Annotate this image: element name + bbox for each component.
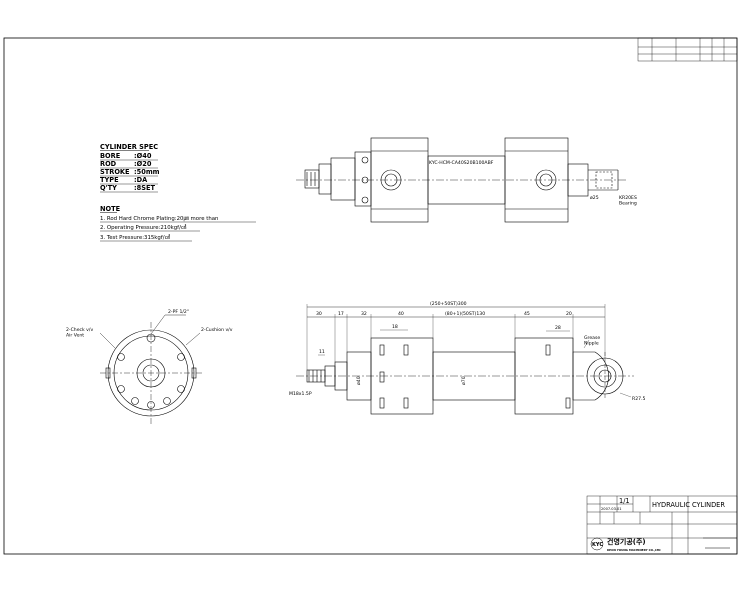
company-logo: KYC bbox=[590, 537, 603, 551]
spec-label-qty: Q'TY bbox=[100, 184, 117, 192]
thread-label: M18x1.5P bbox=[289, 391, 312, 397]
spec-value-rod: :Ø20 bbox=[134, 160, 152, 168]
pf-label: 2-PF 1/2" bbox=[168, 309, 189, 315]
dim-45: 45 bbox=[524, 311, 530, 317]
top-view bbox=[296, 137, 628, 223]
note-item-2: 2. Operating Pressure:210kgf/㎠ bbox=[100, 223, 187, 231]
spec-label-bore: BORE bbox=[100, 152, 121, 160]
model-code: KYC-HCM-CA40S20B100ABF bbox=[429, 160, 494, 166]
cylinder-spec: CYLINDER SPEC BORE :Ø40 ROD :Ø20 STROKE … bbox=[100, 143, 160, 193]
dim-40: 40 bbox=[398, 311, 404, 317]
spec-label-rod: ROD bbox=[100, 160, 117, 168]
front-view bbox=[99, 314, 202, 424]
revision-block bbox=[637, 37, 738, 62]
spec-label-stroke: STROKE bbox=[100, 168, 130, 176]
spec-header: CYLINDER SPEC bbox=[100, 143, 158, 151]
drawing-date: 2007.03.01 bbox=[601, 507, 622, 511]
note-item-3: 3. Test Pressure:315kgf/㎠ bbox=[100, 233, 171, 241]
spec-value-type: :DA bbox=[134, 176, 148, 184]
drawing-border bbox=[3, 37, 738, 555]
dim-18: 18 bbox=[392, 324, 398, 330]
cushion-valve-label: 2-Cushion v/v bbox=[201, 327, 233, 333]
dim-mid: (80+1)(50ST)130 bbox=[445, 311, 485, 317]
note-header: NOTE bbox=[100, 205, 121, 213]
dim-r27: R27.5 bbox=[632, 396, 645, 402]
dim-30: 30 bbox=[316, 311, 322, 317]
dim-11: 11 bbox=[319, 349, 325, 355]
spec-value-bore: :Ø40 bbox=[134, 152, 152, 160]
note-item-1: 1. Rod Hard Chrome Plating:20㎛ more than bbox=[100, 216, 218, 222]
dim-d70: ø70 bbox=[461, 376, 467, 385]
spec-value-qty: :8SET bbox=[134, 184, 155, 192]
dim-20: 20 bbox=[566, 311, 572, 317]
title-block bbox=[586, 495, 738, 555]
dim-17: 17 bbox=[338, 311, 344, 317]
dim-d25: ø25 bbox=[590, 195, 599, 201]
logo-text: KYC bbox=[592, 542, 603, 548]
spec-value-stroke: :50mm bbox=[134, 168, 160, 176]
dim-28: 28 bbox=[555, 325, 561, 331]
company-name-kr: 건영기공(주) bbox=[607, 537, 646, 546]
dim-32: 32 bbox=[361, 311, 367, 317]
sheet-number: 1/1 bbox=[619, 497, 630, 505]
side-view bbox=[296, 304, 634, 415]
drawing-title: HYDRAULIC CYLINDER bbox=[652, 501, 725, 509]
company-name-en: KEON YOUNG MACHINERY CO.,LTD bbox=[607, 548, 661, 552]
dim-d40: ø40 bbox=[356, 376, 362, 385]
dim-overall: (250+50ST)300 bbox=[430, 301, 467, 307]
spec-label-type: TYPE bbox=[100, 176, 119, 184]
notes: NOTE 1. Rod Hard Chrome Plating:20㎛ more… bbox=[100, 205, 256, 242]
